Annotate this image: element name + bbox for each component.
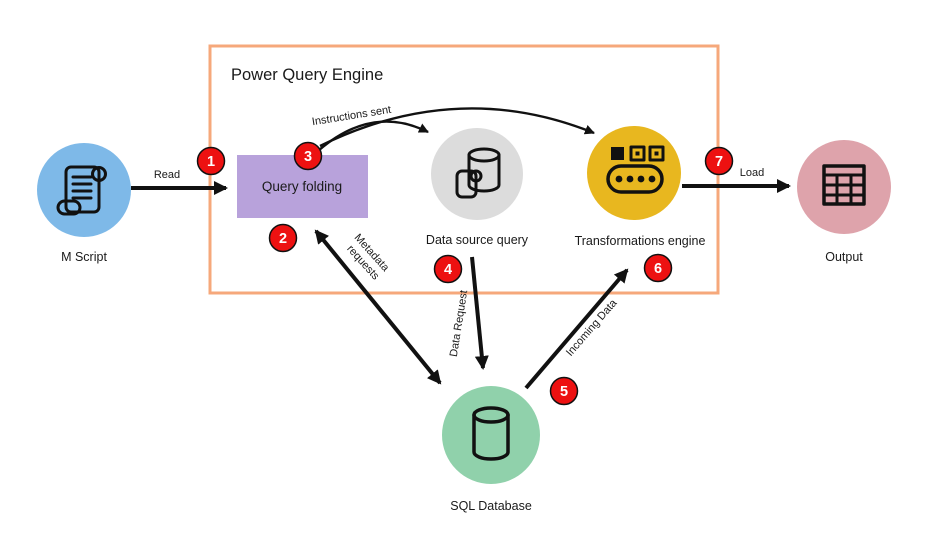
- badge-7-circle: [704, 146, 734, 176]
- transformations-engine-label: Transformations engine: [575, 234, 706, 248]
- data-request-arrow: [470, 256, 489, 370]
- sql-database-circle: [442, 386, 540, 484]
- badge-5-number: 5: [560, 384, 568, 400]
- instructions-sent-arrow-to-transformations: [319, 107, 595, 148]
- load-arrow-label: Load: [740, 167, 764, 179]
- incoming-data-arrow: [524, 268, 629, 390]
- transformations-engine-circle: [587, 126, 681, 220]
- metadata-requests-arrow: [314, 229, 442, 385]
- step-badge-7: 7: [704, 146, 734, 176]
- output-circle: [797, 140, 891, 234]
- step-badge-5: 5: [549, 376, 579, 406]
- scroll-icon: [56, 165, 107, 216]
- query-folding-label: Query folding: [262, 179, 342, 194]
- instructions-sent-arrow-to-data-source: [317, 120, 429, 152]
- node-data-source-query: Data source query: [426, 128, 529, 247]
- badge-3-number: 3: [304, 149, 312, 165]
- data-source-query-label: Data source query: [426, 233, 529, 247]
- badge-4-circle: [433, 254, 463, 284]
- step-badge-3: 3: [293, 141, 323, 171]
- badge-1-circle: [196, 146, 226, 176]
- node-output: Output: [797, 140, 891, 264]
- badge-5-circle: [549, 376, 579, 406]
- metadata-requests-label: Metadata requests: [342, 232, 393, 285]
- step-badge-1: 1: [196, 146, 226, 176]
- read-arrow-label: Read: [154, 169, 180, 181]
- badge-1-number: 1: [207, 154, 215, 170]
- step-badge-4: 4: [433, 254, 463, 284]
- data-request-label: Data Request: [448, 289, 470, 357]
- incoming-data-label: Incoming Data: [564, 297, 620, 359]
- node-transformations-engine: Transformations engine: [575, 126, 706, 248]
- step-badge-2: 2: [268, 223, 298, 253]
- badge-2-number: 2: [279, 231, 287, 247]
- database-scroll-icon: [455, 147, 501, 199]
- instructions-sent-label: Instructions sent: [311, 104, 392, 128]
- conveyor-belt-icon: [606, 145, 665, 194]
- node-sql-database: SQL Database: [442, 386, 540, 513]
- database-cylinder-icon: [472, 406, 510, 461]
- engine-box-title: Power Query Engine: [231, 66, 383, 84]
- m-script-label: M Script: [61, 250, 107, 264]
- sql-database-label: SQL Database: [450, 499, 532, 513]
- node-m-script: M Script: [37, 143, 131, 264]
- badge-3-circle: [293, 141, 323, 171]
- table-icon: [822, 164, 866, 206]
- step-badge-6: 6: [643, 253, 673, 283]
- badge-6-number: 6: [654, 261, 662, 277]
- badge-6-circle: [643, 253, 673, 283]
- badge-2-circle: [268, 223, 298, 253]
- output-label: Output: [825, 250, 863, 264]
- badge-4-number: 4: [444, 262, 452, 278]
- badge-7-number: 7: [715, 154, 723, 170]
